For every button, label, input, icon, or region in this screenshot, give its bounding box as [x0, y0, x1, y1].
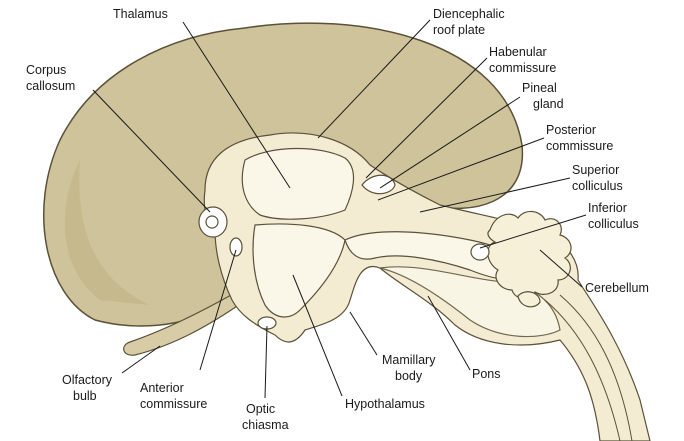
label-habenular-commissure: Habenular — [489, 45, 547, 59]
svg-text:colliculus: colliculus — [588, 217, 639, 231]
anterior-commissure-section — [230, 238, 242, 256]
svg-text:gland: gland — [533, 97, 564, 111]
svg-text:commissure: commissure — [489, 61, 556, 75]
svg-text:callosum: callosum — [26, 79, 75, 93]
svg-text:body: body — [395, 369, 423, 383]
svg-text:colliculus: colliculus — [572, 179, 623, 193]
label-cerebellum: Cerebellum — [585, 281, 649, 295]
label-anterior-commissure: Anterior — [140, 381, 184, 395]
svg-text:commissure: commissure — [140, 397, 207, 411]
label-pons: Pons — [472, 367, 501, 381]
label-diencephalic-roof-plate: Diencephalic — [433, 7, 505, 21]
label-superior-colliculus: Superior — [572, 163, 619, 177]
svg-text:chiasma: chiasma — [242, 418, 289, 432]
label-pineal-gland: Pineal — [522, 81, 557, 95]
leader-optic — [265, 326, 267, 398]
thalamus-region — [242, 148, 353, 219]
label-posterior-commissure: Posterior — [546, 123, 596, 137]
svg-text:commissure: commissure — [546, 139, 613, 153]
corpus-callosum-section — [199, 207, 227, 237]
svg-text:roof plate: roof plate — [433, 23, 485, 37]
label-optic-chiasma: Optic — [246, 402, 275, 416]
label-hypothalamus: Hypothalamus — [345, 397, 425, 411]
label-olfactory-bulb: Olfactory — [62, 373, 113, 387]
svg-text:bulb: bulb — [73, 389, 97, 403]
label-corpus-callosum: Corpus — [26, 63, 66, 77]
label-thalamus: Thalamus — [113, 7, 168, 21]
label-mamillary-body: Mamillary — [382, 353, 436, 367]
leader-mamillary — [350, 312, 377, 355]
label-inferior-colliculus: Inferior — [588, 201, 627, 215]
